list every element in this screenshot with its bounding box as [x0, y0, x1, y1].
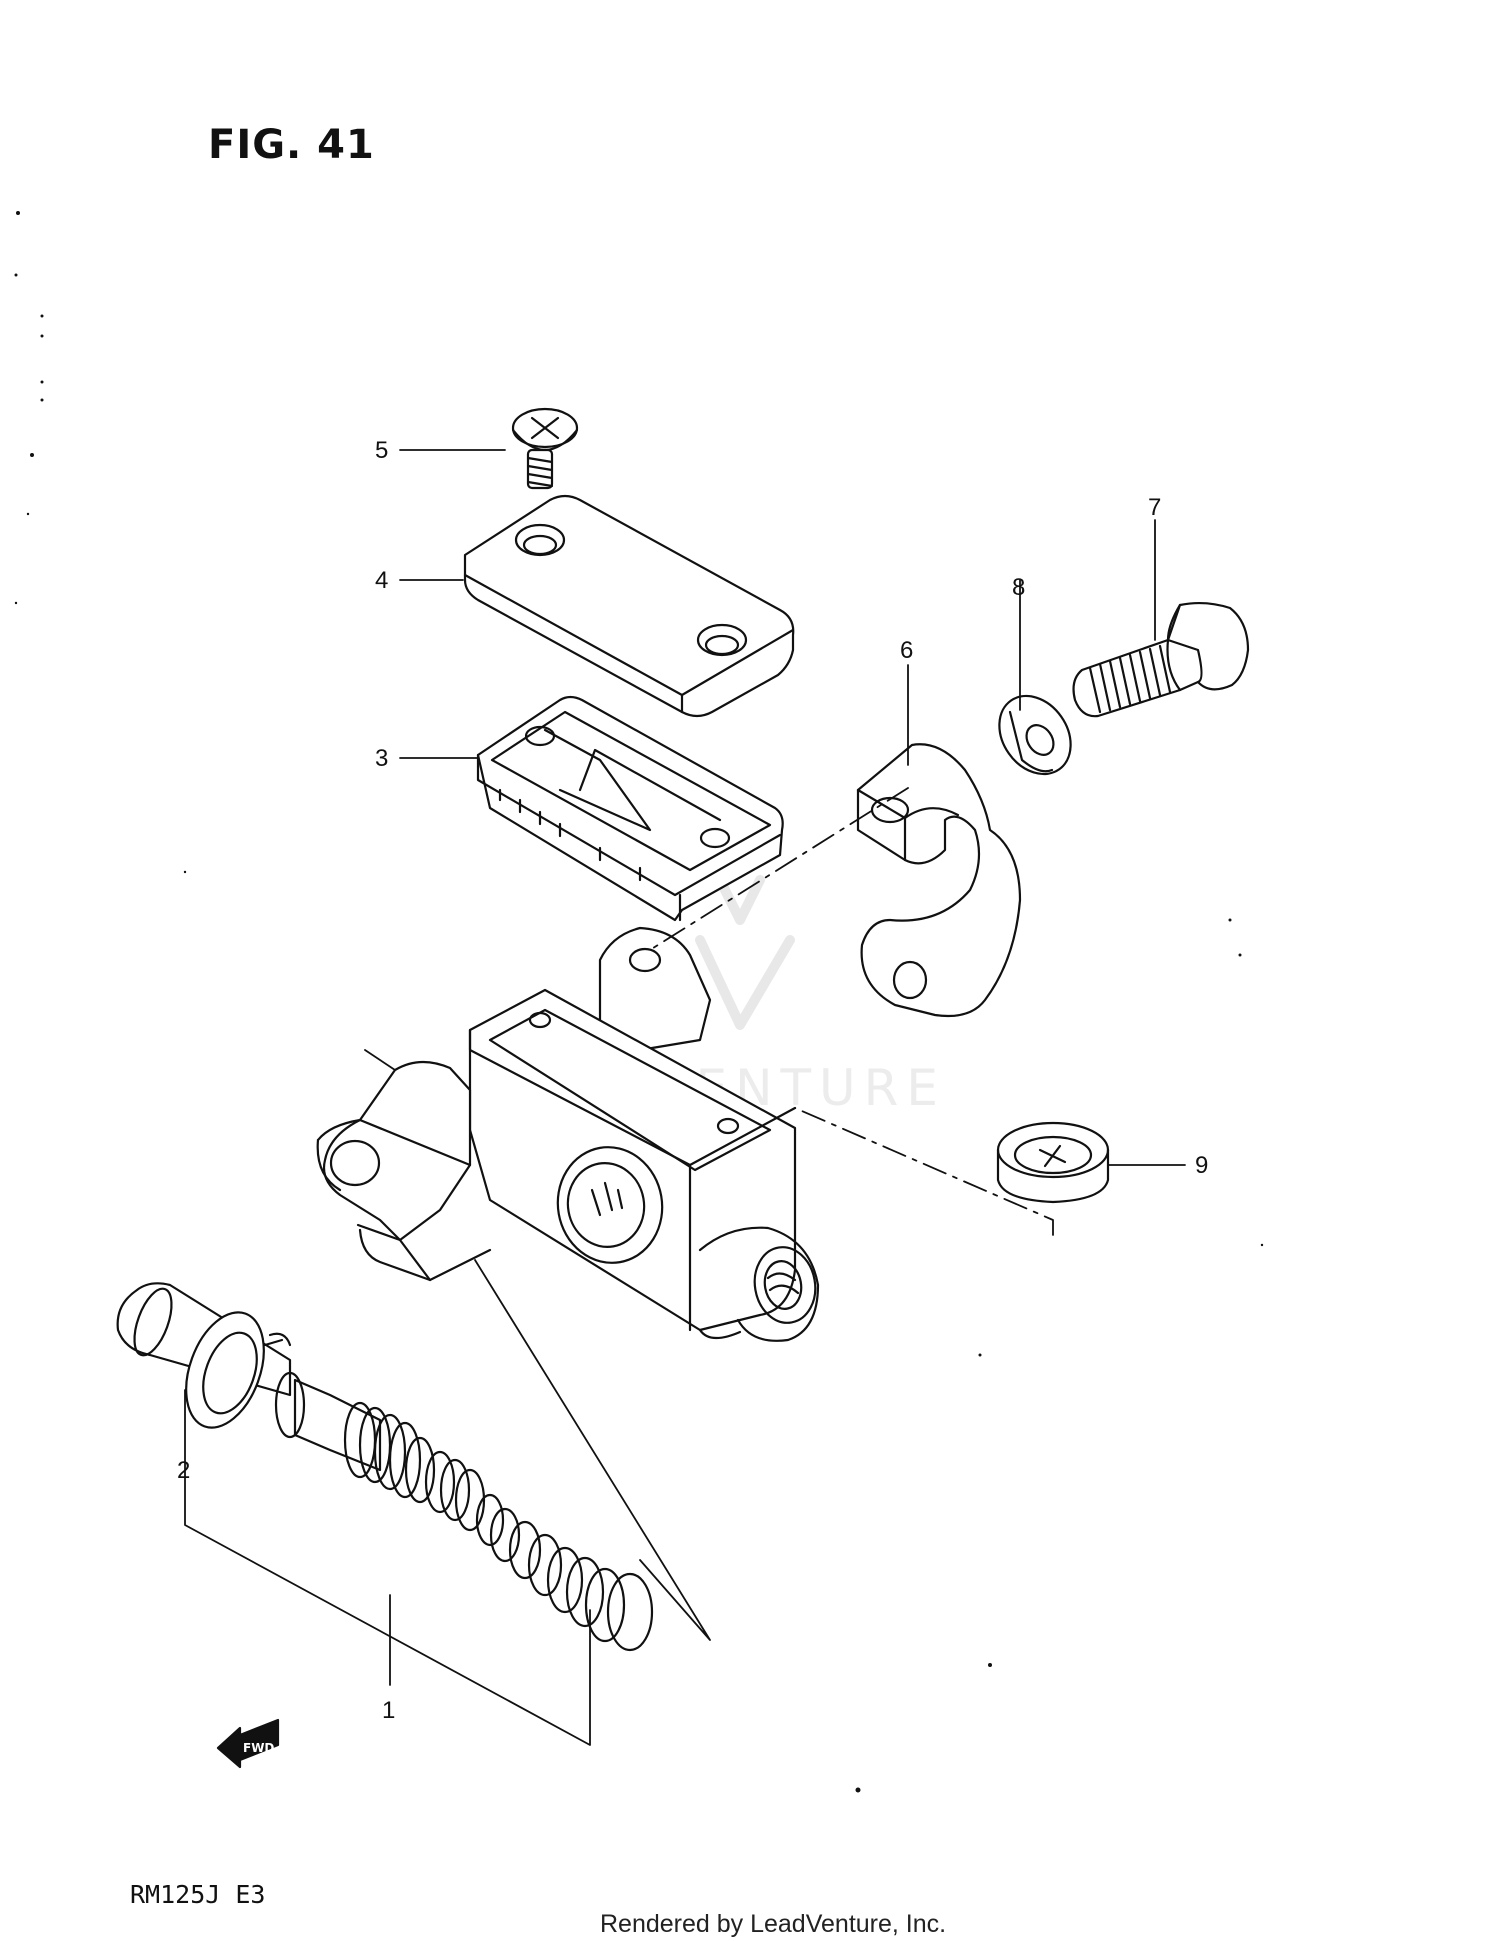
- callout-5: 5: [375, 437, 388, 464]
- figure-title: FIG. 41: [208, 122, 375, 168]
- render-credit: Rendered by LeadVenture, Inc.: [600, 1910, 947, 1938]
- callout-leader-lines: [184, 449, 1186, 1746]
- leadventure-logo-icon: [695, 875, 795, 1030]
- clamp-bolt-part: [1072, 601, 1250, 718]
- callout-6: 6: [900, 637, 913, 664]
- fwd-arrow-icon: FWD: [216, 1718, 280, 1769]
- piston-assembly-part: [116, 1282, 654, 1652]
- callout-1: 1: [382, 1697, 395, 1724]
- fwd-label: FWD: [243, 1741, 274, 1755]
- master-cylinder-body-part: [316, 926, 820, 1342]
- handlebar-clamp-part: [856, 743, 1022, 1018]
- cap-screw-part: [511, 407, 579, 490]
- callout-7: 7: [1148, 494, 1161, 521]
- callout-2: 2: [177, 1457, 190, 1484]
- callout-8: 8: [1012, 574, 1025, 601]
- callout-3: 3: [375, 745, 388, 772]
- model-code: RM125J E3: [130, 1880, 266, 1909]
- scan-specks: [14, 211, 1264, 1793]
- boot-cap-part: [996, 1121, 1110, 1204]
- reservoir-cap-part: [463, 494, 795, 718]
- callout-9: 9: [1195, 1152, 1208, 1179]
- washer-part: [998, 694, 1072, 776]
- reservoir-diaphragm-part: [476, 695, 784, 922]
- callout-4: 4: [375, 567, 388, 594]
